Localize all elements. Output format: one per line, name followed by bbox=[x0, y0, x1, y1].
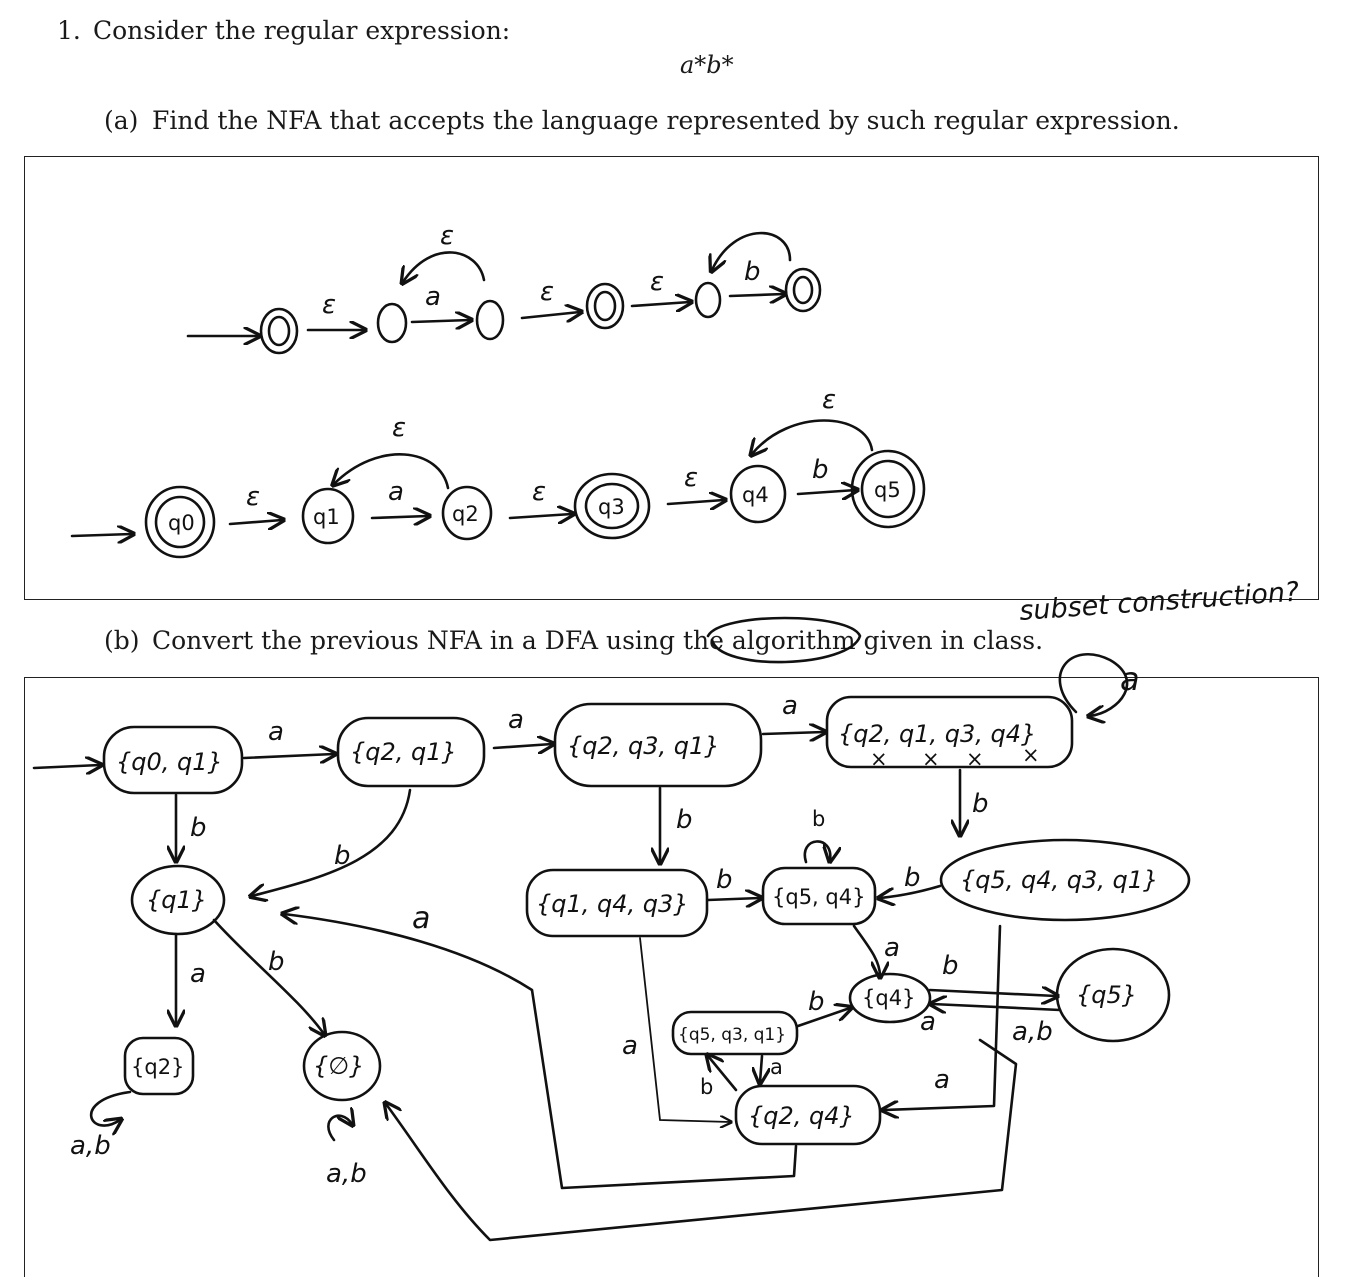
t-s12-s13: a bbox=[770, 1055, 783, 1079]
t-s0-s4: b bbox=[190, 813, 207, 843]
t-s12-s10: b bbox=[808, 987, 825, 1017]
nfa-state-q1: q1 bbox=[313, 505, 340, 529]
dfa-label-s10: {q4} bbox=[862, 986, 915, 1010]
annotation: subset construction? bbox=[706, 576, 1300, 664]
nfa-draft: ε a ε ε ε b bbox=[186, 221, 822, 355]
nfa-state-q0: q0 bbox=[168, 511, 195, 535]
t-s11-s10: a,b bbox=[1012, 1017, 1053, 1047]
t-s5-s13: a bbox=[622, 1031, 638, 1061]
nfa-eps-q3-q4: ε bbox=[684, 463, 698, 493]
dfa-state-s4 bbox=[130, 864, 226, 936]
dfa-state-s7 bbox=[939, 838, 1191, 922]
t-s1-s4: b bbox=[334, 841, 351, 871]
t-s7-s13: a bbox=[934, 1065, 950, 1095]
t-s7-s6: b bbox=[904, 863, 921, 893]
draft-epsilon-1: ε bbox=[322, 290, 336, 320]
t-s2-s5: b bbox=[676, 805, 693, 835]
x-mark-1: × bbox=[870, 747, 888, 771]
nfa-eps-loop-q2-q1: ε bbox=[392, 413, 406, 443]
t-s13-s4: a bbox=[412, 901, 430, 936]
t-s8-loop: a,b bbox=[70, 1131, 111, 1161]
t-s2-s3: a bbox=[782, 691, 798, 721]
dfa-label-s1: {q2, q1} bbox=[350, 738, 457, 766]
dfa-label-s7: {q5, q4, q3, q1} bbox=[960, 866, 1158, 894]
dfa: {q0, q1} {q2, q1} {q2, q3, q1} {q2, q1, … bbox=[32, 653, 1191, 1242]
nfa-eps-q2-q3: ε bbox=[532, 477, 546, 507]
t-s10-a: a bbox=[920, 1007, 936, 1037]
t-s13-s12: b bbox=[700, 1075, 713, 1099]
dfa-label-s2: {q2, q3, q1} bbox=[567, 732, 720, 760]
x-mark-3: × bbox=[966, 747, 984, 771]
nfa-labeled: q0 ε q1 a q2 ε ε q3 ε q4 b q5 ε bbox=[70, 385, 926, 559]
draft-b-1: b bbox=[744, 257, 761, 287]
draft-epsilon-3: ε bbox=[650, 267, 664, 297]
nfa-state-q2: q2 bbox=[452, 502, 479, 526]
dfa-state-s8 bbox=[123, 1036, 195, 1096]
dfa-label-s8: {q2} bbox=[131, 1055, 184, 1079]
nfa-eps-q0-q1: ε bbox=[246, 482, 260, 512]
nfa-a-q1-q2: a bbox=[388, 477, 404, 507]
dfa-label-s11: {q5} bbox=[1076, 981, 1137, 1009]
t-s6-loop: b bbox=[812, 807, 825, 831]
problem-number: 1. bbox=[57, 16, 81, 45]
t-s9-loop: a,b bbox=[326, 1159, 367, 1189]
dfa-label-s0: {q0, q1} bbox=[116, 748, 223, 776]
problem-prompt: Consider the regular expression: bbox=[93, 16, 511, 45]
dfa-state-s13 bbox=[734, 1084, 882, 1146]
nfa-state-q5: q5 bbox=[874, 478, 901, 502]
nfa-eps-loop-q5-q4: ε bbox=[822, 385, 836, 415]
dfa-state-s5 bbox=[525, 868, 709, 938]
dfa-state-s9 bbox=[302, 1030, 382, 1102]
t-s4-s9: b bbox=[268, 947, 285, 977]
t-s5-s6: b bbox=[716, 865, 733, 895]
t-s4-s8: a bbox=[190, 959, 206, 989]
draft-epsilon-loop-1: ε bbox=[440, 221, 454, 251]
t-s6-s10: a bbox=[884, 933, 900, 963]
x-mark-2: × bbox=[922, 747, 940, 771]
draft-epsilon-2: ε bbox=[540, 277, 554, 307]
dfa-state-s12 bbox=[671, 1010, 799, 1056]
nfa-state-q4: q4 bbox=[742, 483, 769, 507]
nfa-state-q3: q3 bbox=[598, 495, 625, 519]
t-s3-loop: a bbox=[1120, 660, 1140, 698]
answer-box-a bbox=[24, 156, 1319, 600]
annotation-text: subset construction? bbox=[1018, 576, 1300, 626]
dfa-label-s5: {q1, q4, q3} bbox=[536, 890, 689, 918]
part-a-label: (a) bbox=[104, 106, 139, 135]
part-a-text: Find the NFA that accepts the language r… bbox=[152, 106, 1180, 135]
t-s0-s1: a bbox=[268, 717, 284, 747]
nfa-b-q4-q5: b bbox=[812, 455, 829, 485]
dfa-label-s12: {q5, q3, q1} bbox=[678, 1025, 786, 1045]
dfa-label-s6: {q5, q4} bbox=[772, 885, 865, 909]
t-s3-s7: b bbox=[972, 789, 989, 819]
dfa-label-s4: {q1} bbox=[146, 886, 207, 914]
dfa-label-s13: {q2, q4} bbox=[748, 1102, 855, 1130]
part-b-text: Convert the previous NFA in a DFA using … bbox=[152, 626, 1044, 655]
answer-box-b bbox=[24, 677, 1319, 1277]
regex: a*b* bbox=[680, 51, 734, 79]
draft-a-1: a bbox=[425, 282, 441, 312]
dfa-label-s9: {∅} bbox=[313, 1052, 364, 1080]
part-b-label: (b) bbox=[104, 626, 140, 655]
t-s1-s2: a bbox=[508, 705, 524, 735]
x-mark-4: × bbox=[1022, 743, 1040, 767]
dfa-label-s3: {q2, q1, q3, q4} bbox=[838, 720, 1036, 748]
t-s10-s11: b bbox=[942, 951, 959, 981]
